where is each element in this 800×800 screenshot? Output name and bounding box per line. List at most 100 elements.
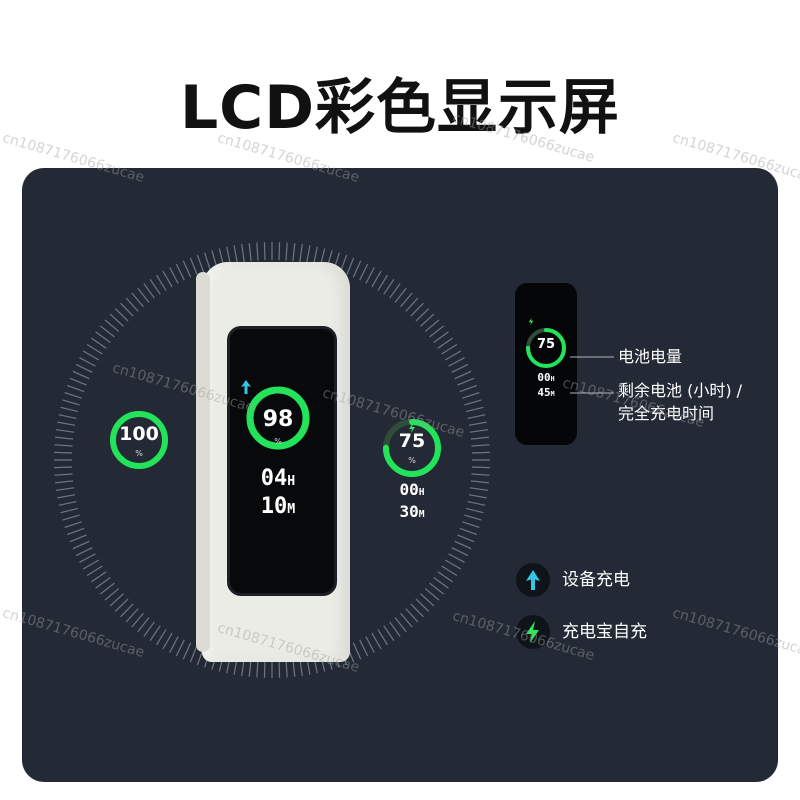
right-minutes-unit: M (418, 509, 425, 520)
dial-tick (54, 451, 73, 454)
dial-tick (470, 436, 489, 440)
dial-tick (256, 659, 259, 678)
dial-tick (131, 292, 144, 308)
dial-tick (451, 363, 469, 373)
dial-tick (155, 629, 167, 646)
dial-tick (169, 636, 179, 653)
dial-tick (66, 384, 85, 393)
mini-minutes-value: 45 (537, 386, 551, 399)
dial-tick (99, 582, 115, 595)
dial-tick (457, 534, 475, 543)
dial-tick (359, 639, 369, 657)
right-minutes-value: 30 (399, 502, 419, 521)
dial-tick (204, 252, 211, 270)
dial-tick (471, 451, 490, 454)
dial-tick (457, 377, 475, 386)
dial-tick (365, 267, 375, 284)
dial-tick (433, 331, 449, 343)
dial-tick (143, 621, 155, 637)
dial-tick (56, 487, 74, 491)
up-arrow-icon (526, 570, 540, 590)
dial-tick (137, 287, 150, 303)
dial-tick (437, 571, 454, 583)
main-battery-unit: % (274, 437, 282, 446)
dial-tick (410, 302, 424, 317)
mini-hours-value: 00 (537, 371, 551, 384)
dial-tick (189, 257, 198, 275)
right-hours-value: 00 (399, 480, 419, 499)
page-title: LCD彩色显示屏 (179, 73, 621, 143)
dial-tick (365, 636, 375, 653)
dial-tick (371, 270, 382, 288)
dial-tick (437, 337, 454, 349)
dial-tick (420, 313, 435, 327)
dial-tick (241, 244, 245, 262)
dial-tick (131, 612, 144, 628)
dial-tick (155, 274, 167, 291)
dial-tick (57, 421, 76, 426)
dial-tick (82, 559, 100, 570)
dial-tick (90, 337, 107, 349)
dial-tick (79, 357, 96, 367)
dial-tick (66, 527, 85, 536)
dial-tick (256, 242, 259, 261)
dial-tick (137, 617, 150, 633)
dial-tick (263, 242, 266, 261)
dial-tick (56, 429, 74, 433)
dial-tick (352, 260, 362, 278)
dial-tick (114, 308, 129, 322)
dial-tick (459, 384, 478, 393)
main-battery-ring (246, 386, 310, 450)
right-battery-value: 75 % (372, 431, 452, 471)
dial-tick (149, 625, 161, 642)
main-lcd-screen (227, 326, 337, 596)
dial-tick (441, 565, 458, 577)
bolt-icon (528, 317, 534, 326)
dial-tick (58, 501, 77, 506)
dial-tick (420, 593, 435, 607)
right-hours-unit: H (418, 487, 425, 498)
main-minutes: 10M (238, 494, 318, 519)
dial-tick (405, 297, 419, 312)
callout-lines (570, 356, 614, 394)
dial-tick (359, 263, 369, 281)
dial-tick (444, 559, 462, 570)
mini-battery-value: 75 (506, 338, 586, 352)
dial-tick (62, 399, 80, 406)
legend-device-charge-icon (516, 563, 550, 597)
bolt-icon (526, 621, 539, 643)
main-hours-value: 04 (260, 466, 288, 491)
dial-tick (454, 540, 472, 550)
legend-self-charge-label: 充电宝自充 (562, 622, 647, 642)
dial-tick (465, 406, 484, 413)
dial-tick (346, 257, 355, 275)
dial-tick (182, 260, 192, 278)
mini-hours-unit: H (550, 375, 555, 383)
dial-tick (125, 608, 139, 623)
dial-tick (464, 399, 482, 406)
callout-battery-level: 电池电量 (618, 347, 683, 366)
legend-self-charge-icon (516, 615, 550, 649)
dial-tick (196, 254, 205, 273)
dial-tick (429, 325, 445, 338)
dial-tick (79, 553, 96, 563)
dial-tick (467, 501, 486, 506)
dial-tick (299, 244, 303, 262)
dial-tick (377, 274, 389, 291)
dial-tick (470, 480, 489, 484)
dial-tick (162, 632, 173, 650)
main-minutes-unit: M (287, 502, 296, 517)
dial-tick (169, 267, 179, 284)
dial-tick (278, 659, 281, 678)
left-battery-ring (110, 411, 168, 469)
dial-tick (58, 414, 77, 419)
right-hours: 00H (372, 480, 452, 499)
mini-battery-number: 75 (536, 337, 556, 352)
dial-tick (54, 466, 73, 469)
dial-tick (451, 547, 469, 557)
dial-tick (468, 494, 487, 499)
dial-tick (120, 302, 134, 317)
product-panel: 100 % 98 % 04H 10M 75 % 00H 30M 75 (22, 168, 778, 782)
bolt-icon (409, 423, 415, 433)
dial-tick (125, 297, 139, 312)
